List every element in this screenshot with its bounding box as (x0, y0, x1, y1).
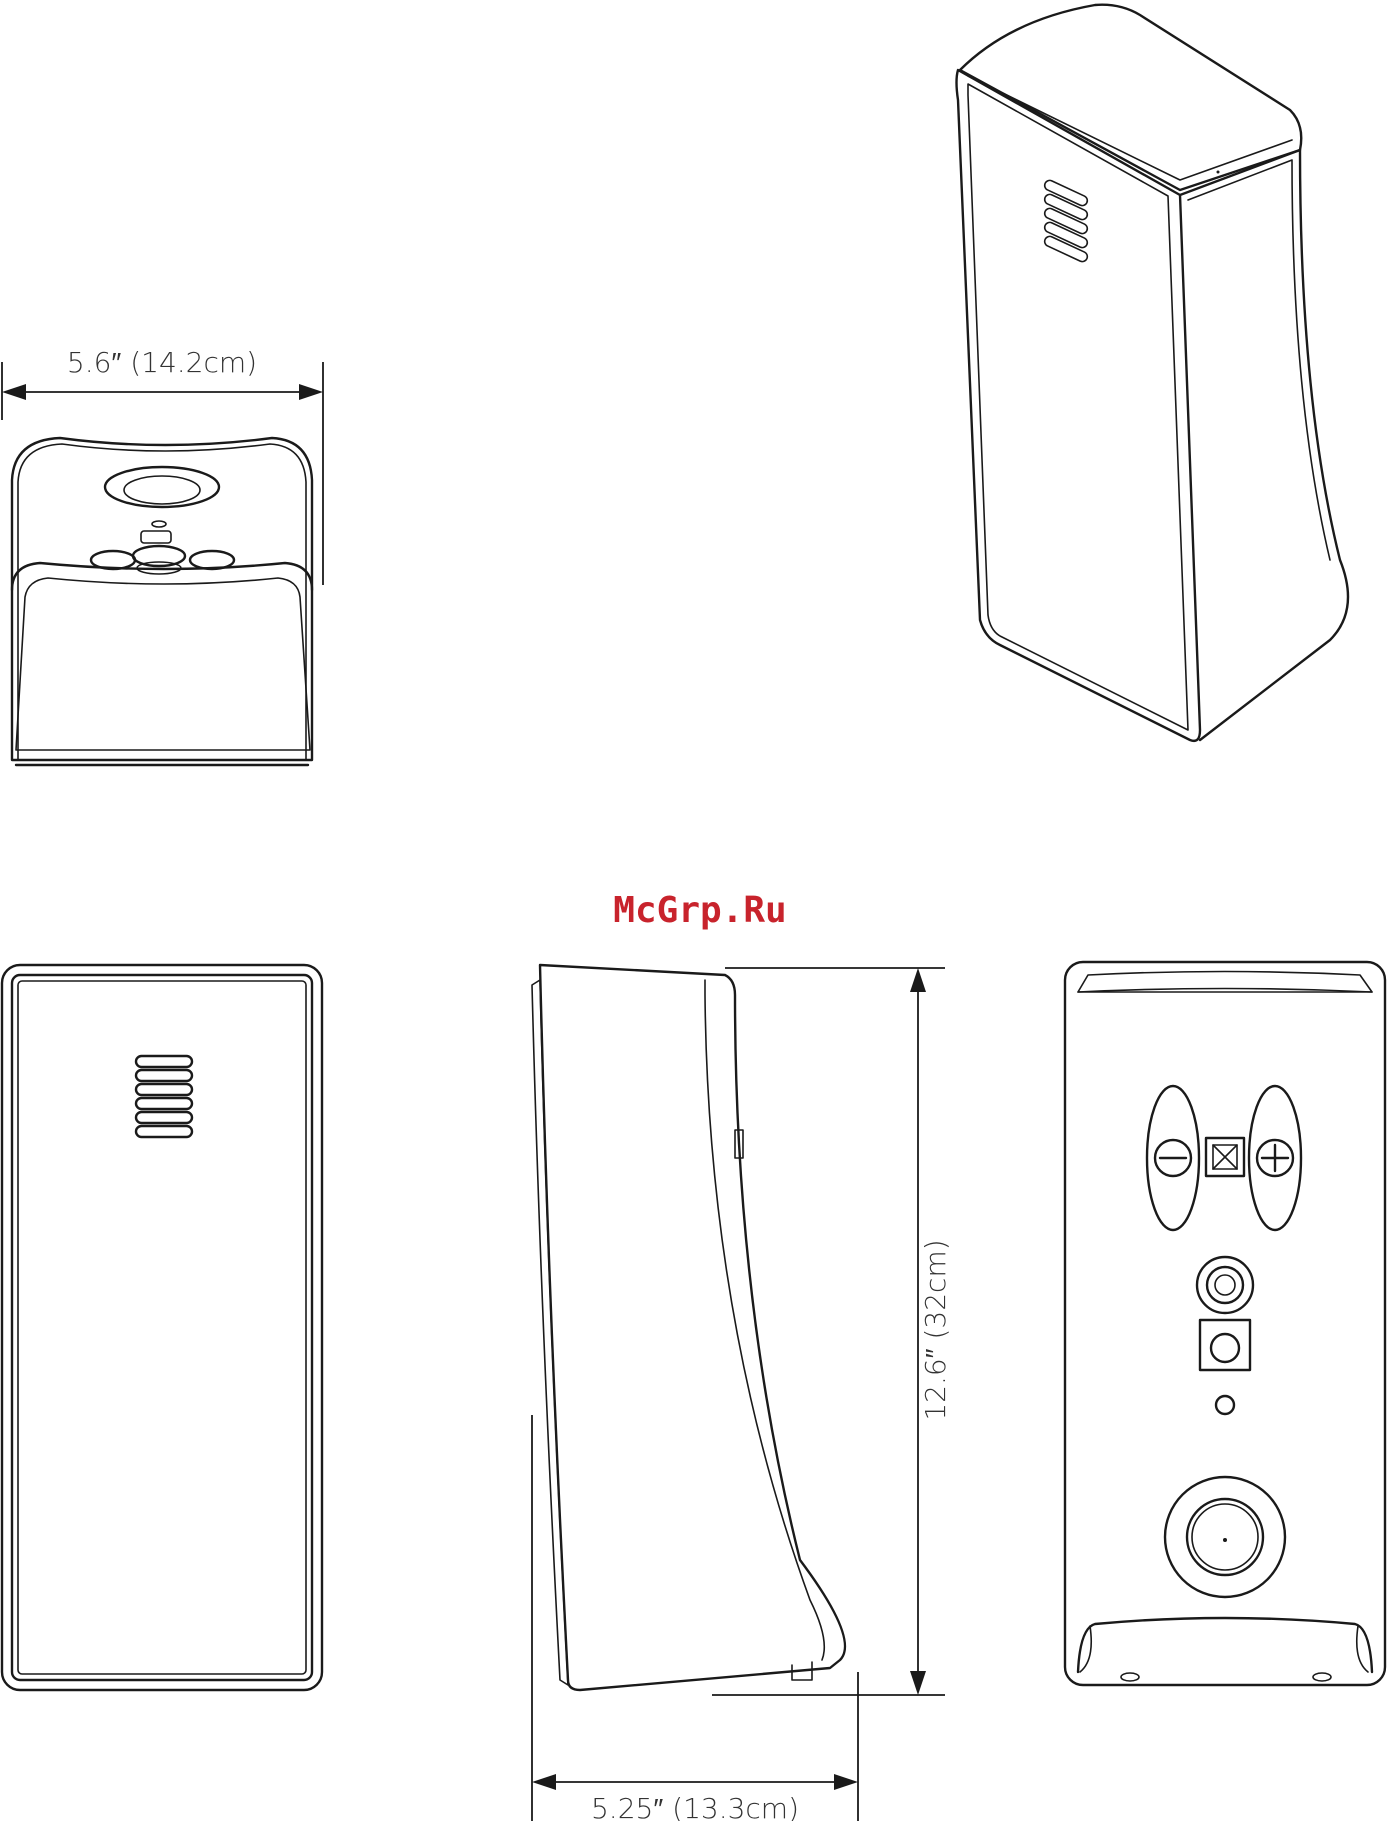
bass-port-inner (1187, 1499, 1263, 1575)
indicator-dot (152, 521, 166, 527)
port-inner (124, 476, 200, 504)
front-panel (16, 578, 310, 750)
audio-jack-core (1215, 1275, 1235, 1295)
audio-jack-outer (1197, 1257, 1253, 1313)
rear-outer (1065, 962, 1385, 1685)
arrow-left (2, 384, 26, 400)
iso-front-outer (957, 70, 1201, 741)
rear-foot-right (1313, 1673, 1331, 1681)
top-body-inner (18, 444, 306, 760)
grille-slot (136, 1084, 192, 1095)
control-knob-center (133, 546, 185, 566)
rear-base-right (1357, 1626, 1368, 1672)
isometric-view (957, 5, 1349, 741)
arrow-bottom (910, 1671, 926, 1695)
grille-slot (136, 1112, 192, 1123)
arrow-depth-right (834, 1774, 858, 1790)
side-body (540, 965, 845, 1690)
audio-jack-icon (1207, 1267, 1243, 1303)
arrow-depth-left (532, 1774, 556, 1790)
iso-grille-slot (1043, 235, 1089, 264)
depth-label: 5.25″ (13.3cm) (591, 1792, 799, 1821)
bass-port-outer (1165, 1477, 1285, 1597)
iso-side-face (1180, 150, 1348, 740)
grille-slot (136, 1070, 192, 1081)
bass-port-rim (1192, 1504, 1258, 1570)
grille-slot (136, 1098, 192, 1109)
grille-slot (136, 1056, 192, 1067)
side-front-bezel (532, 980, 568, 1685)
side-curve-edge (705, 980, 824, 1660)
iso-grille (1043, 179, 1089, 264)
grille-slot (136, 1126, 192, 1137)
watermark: McGrp.Ru (613, 890, 786, 931)
port-outer (105, 467, 219, 507)
led-icon (1216, 1396, 1234, 1414)
side-view: 12.6″ (32cm) 5.25″ (13.3cm) (532, 965, 952, 1821)
iso-grille-slot (1043, 193, 1089, 222)
front-grille-slots (136, 1056, 192, 1137)
iso-grille-slot (1043, 207, 1089, 236)
power-connector-pin-icon (1211, 1334, 1239, 1362)
arrow-top (910, 968, 926, 992)
front-view (2, 965, 322, 1690)
rear-base-lip (1078, 1618, 1372, 1672)
width-label: 5.6″ (14.2cm) (67, 346, 257, 379)
top-view: 5.6″ (14.2cm) (2, 346, 323, 765)
rear-view (1065, 962, 1385, 1685)
control-slot (141, 531, 171, 543)
iso-grille-slot (1043, 221, 1089, 250)
iso-grille-slot (1043, 179, 1089, 208)
rear-foot-left (1121, 1673, 1139, 1681)
top-body-outline (12, 438, 312, 760)
rear-top-lip (1078, 972, 1372, 993)
bass-port-center (1223, 1538, 1227, 1542)
iso-top-edge (968, 76, 1292, 180)
height-label: 12.6″ (32cm) (919, 1239, 952, 1420)
arrow-right (299, 384, 323, 400)
iso-led-dot (1217, 171, 1220, 174)
front-outer (2, 965, 322, 1690)
